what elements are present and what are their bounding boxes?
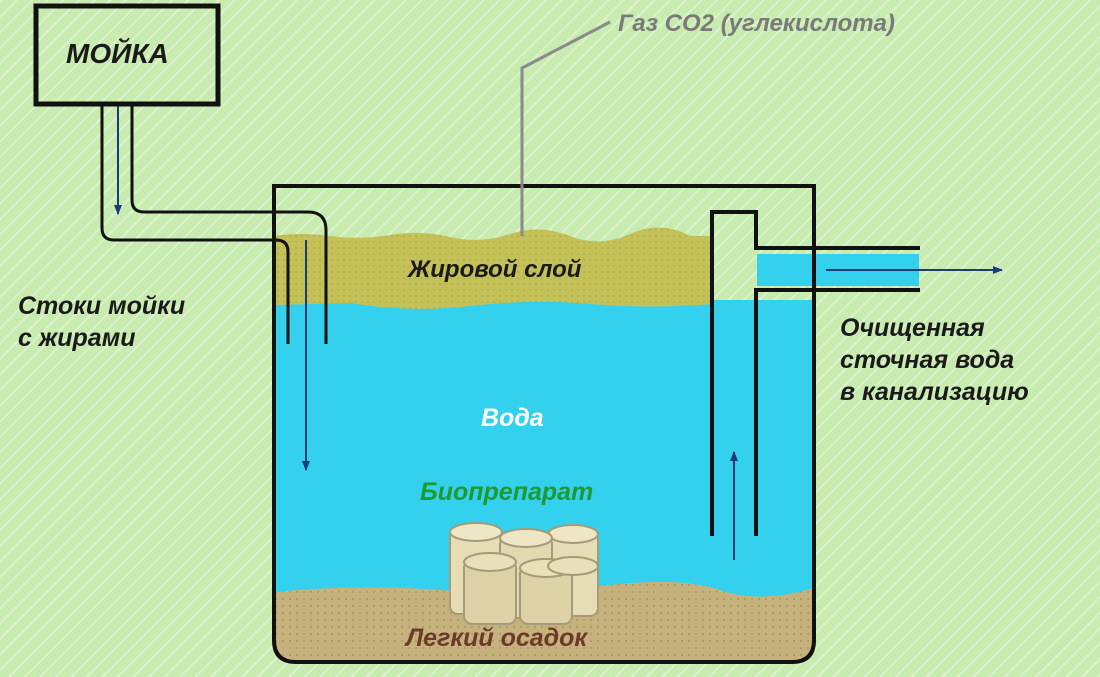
outlet-pipe xyxy=(710,210,920,536)
water-body xyxy=(274,300,814,600)
sink-label: МОЙКА xyxy=(66,38,169,69)
gas-label: Газ СО2 (углекислота) xyxy=(618,10,895,37)
water-label: Вода xyxy=(481,404,544,432)
outflow-label-line-1: Очищенная xyxy=(840,314,985,342)
fat-layer xyxy=(274,227,712,309)
inflow-label-line-1: Стоки мойки xyxy=(18,292,186,320)
outflow-label-line-3: в канализацию xyxy=(840,378,1029,406)
inlet-pipe-inner xyxy=(130,106,328,344)
inflow-label-line-2: с жирами xyxy=(18,324,136,352)
sink-box xyxy=(33,3,221,107)
tank-outline xyxy=(272,184,816,664)
outflow-label-line-2: сточная вода xyxy=(840,346,1015,374)
outflow-label: Очищенная сточная вода в канализацию xyxy=(840,312,1029,408)
gas-pointer-line xyxy=(520,20,611,236)
sediment-label: Легкий осадок xyxy=(406,624,588,652)
inlet-pipe-outer xyxy=(100,106,290,344)
inflow-label: Стоки мойки с жирами xyxy=(18,290,185,354)
outlet-pipe-inner xyxy=(754,288,920,536)
fat-layer-label: Жировой слой xyxy=(408,256,582,283)
biopreparation-tablets xyxy=(449,522,599,625)
biopreparation-label: Биопрепарат xyxy=(420,478,594,506)
